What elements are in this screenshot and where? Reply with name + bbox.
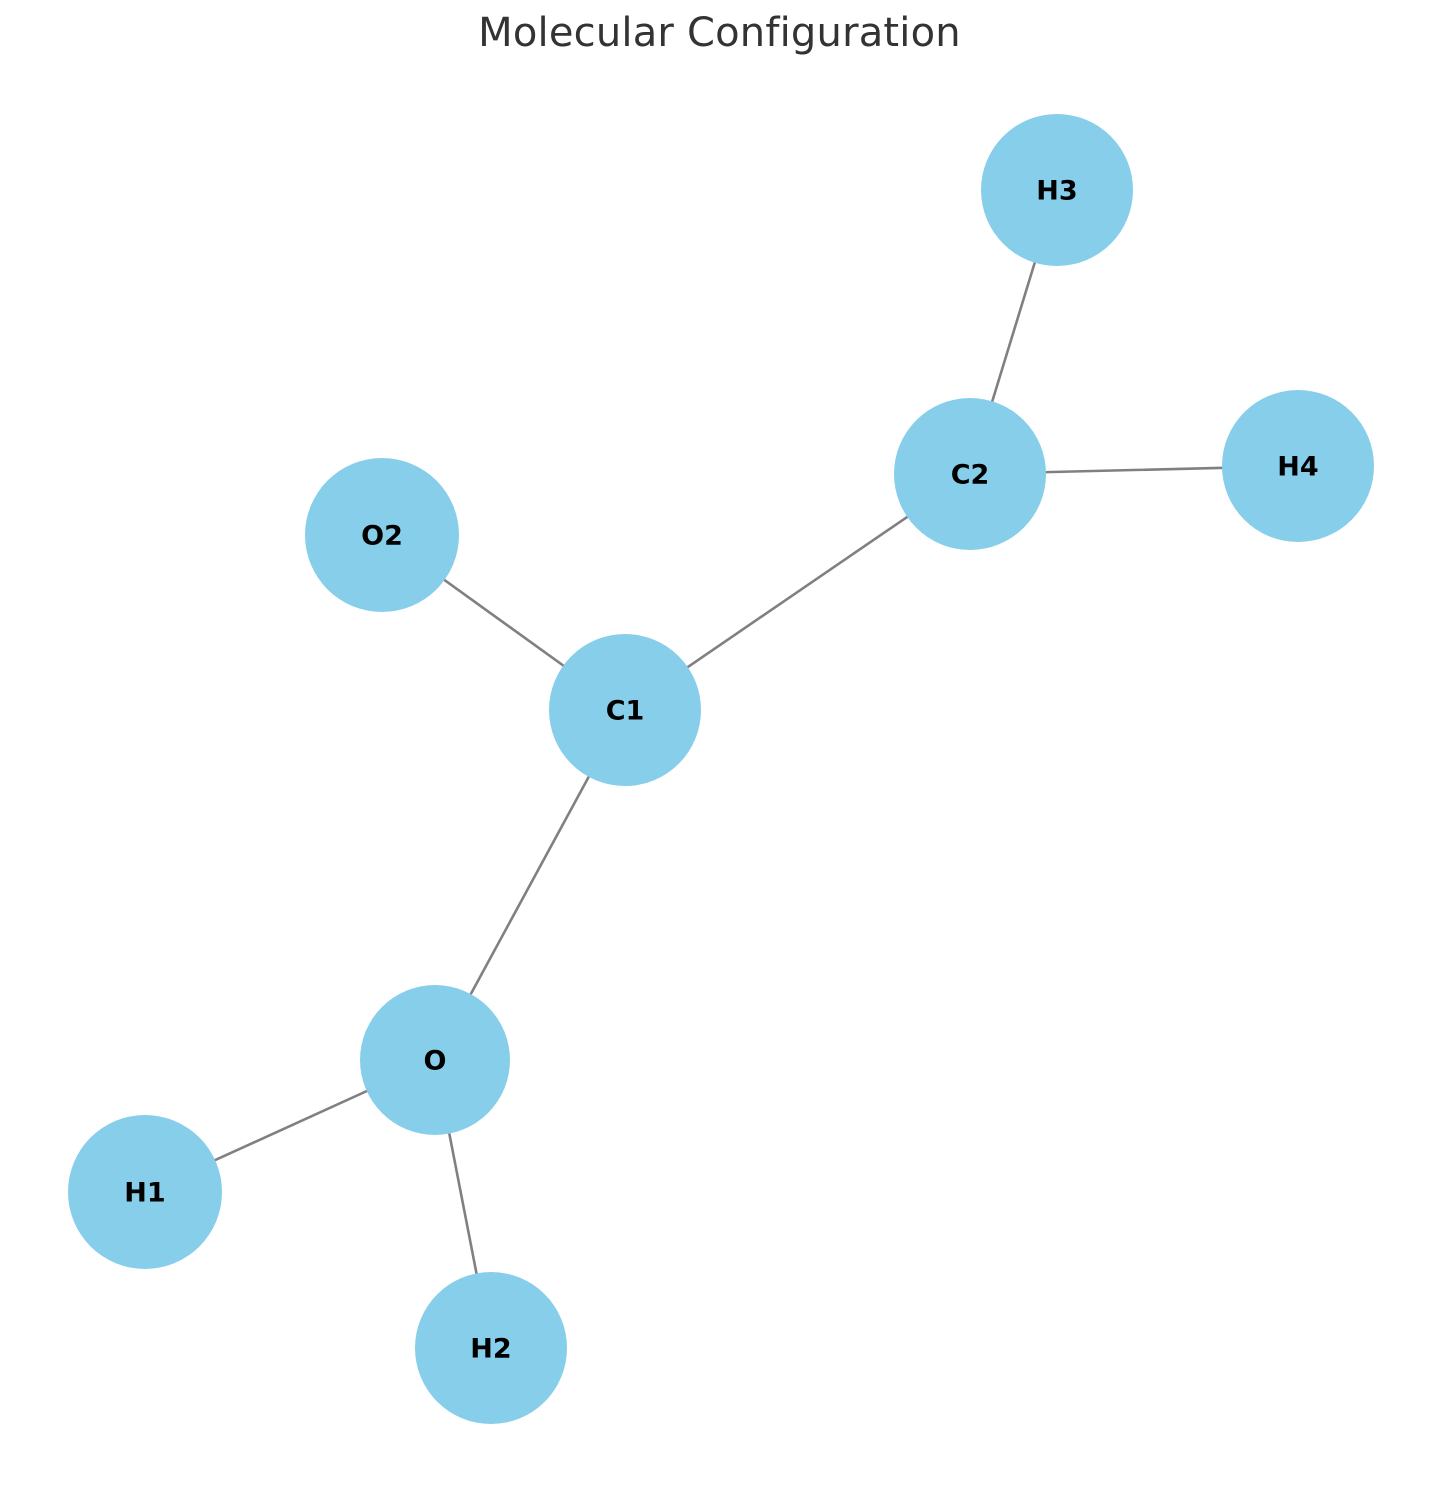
- graph-node-o2[interactable]: O2: [305, 458, 459, 612]
- node-label-h1: H1: [124, 1178, 165, 1209]
- graph-node-o[interactable]: O: [360, 985, 510, 1135]
- graph-node-h3[interactable]: H3: [981, 114, 1133, 266]
- node-circle-o[interactable]: [360, 985, 510, 1135]
- graph-node-c2[interactable]: C2: [894, 398, 1046, 550]
- graph-node-c1[interactable]: C1: [549, 634, 701, 786]
- node-circle-c2[interactable]: [894, 398, 1046, 550]
- node-circle-h2[interactable]: [415, 1272, 567, 1424]
- node-circle-h3[interactable]: [981, 114, 1133, 266]
- node-circle-h1[interactable]: [68, 1115, 222, 1269]
- node-circle-h4[interactable]: [1222, 390, 1374, 542]
- node-label-h4: H4: [1277, 452, 1318, 483]
- node-label-h2: H2: [470, 1334, 511, 1365]
- node-label-c2: C2: [951, 460, 990, 491]
- page-title: Molecular Configuration: [478, 10, 961, 56]
- edge-layer: [143, 188, 1300, 1350]
- graph-node-h2[interactable]: H2: [415, 1272, 567, 1424]
- node-label-h3: H3: [1036, 176, 1077, 207]
- node-circle-o2[interactable]: [305, 458, 459, 612]
- graph-node-h1[interactable]: H1: [68, 1115, 222, 1269]
- graph-node-h4[interactable]: H4: [1222, 390, 1374, 542]
- node-label-c1: C1: [606, 696, 645, 727]
- node-label-o2: O2: [361, 521, 403, 552]
- node-label-o: O: [424, 1046, 447, 1077]
- node-circle-c1[interactable]: [549, 634, 701, 786]
